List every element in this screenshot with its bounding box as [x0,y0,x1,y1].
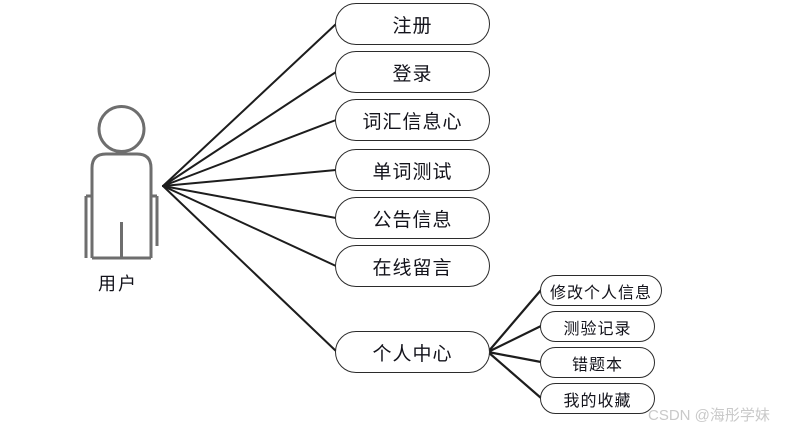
use-case-vocabulary[interactable]: 词汇信息心 [335,99,490,141]
association-actor-word-test [162,169,337,187]
association-actor-login [162,71,337,187]
watermark: CSDN @海彤学妹 [648,407,770,424]
association-profile-edit-profile [486,288,543,354]
use-case-wrong-book[interactable]: 错题本 [540,347,655,378]
association-profile-test-record [486,324,543,354]
association-profile-my-favorites [486,350,543,400]
actor-label: 用户 [98,274,138,294]
use-case-edit-profile[interactable]: 修改个人信息 [540,275,662,306]
use-case-register[interactable]: 注册 [335,3,490,45]
actor-head-icon [97,105,146,153]
use-case-notice[interactable]: 公告信息 [335,197,490,239]
association-actor-profile [162,185,338,353]
use-case-test-record[interactable]: 测验记录 [540,311,655,342]
use-case-message[interactable]: 在线留言 [335,245,490,287]
association-profile-wrong-book [486,350,543,364]
use-case-word-test[interactable]: 单词测试 [335,149,490,191]
use-case-login[interactable]: 登录 [335,51,490,93]
actor-body-icon [90,152,153,258]
association-actor-register [162,23,337,187]
use-case-profile[interactable]: 个人中心 [335,331,490,373]
association-actor-message [162,185,337,267]
association-actor-notice [162,185,337,219]
use-case-my-favorites[interactable]: 我的收藏 [540,383,655,414]
association-actor-vocabulary [162,119,337,187]
